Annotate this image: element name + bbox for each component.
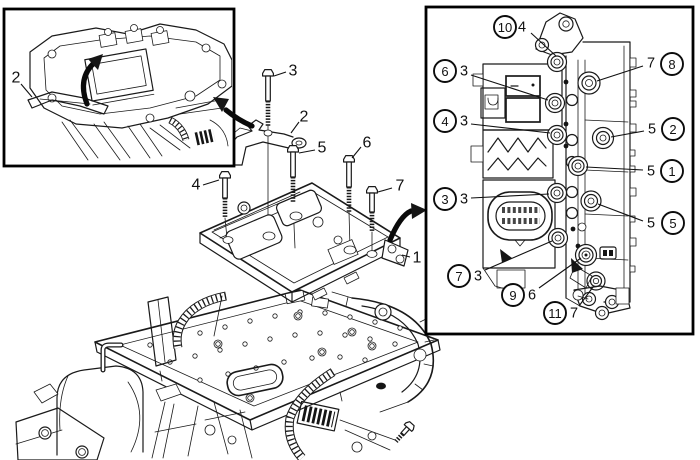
plate-ring-opening [226,363,284,397]
inset-conduit [168,116,190,142]
electrical-connector [296,400,340,432]
bolt-6 [343,155,355,212]
arrow-to-right-inset [387,203,427,243]
callout-3-3: 3 3 [433,187,550,211]
svg-text:4: 4 [441,114,448,129]
svg-text:9: 9 [509,288,516,303]
inset-top-left: 2 [2,7,236,168]
svg-text:8: 8 [668,57,675,72]
svg-text:10: 10 [498,20,512,35]
callout-10-4: 10 4 [493,15,557,57]
label-1: 1 [413,250,422,267]
label-2: 2 [300,109,309,126]
bolt-3 [262,69,274,126]
callout-5-2: 5 2 [610,117,685,141]
svg-text:2: 2 [669,122,676,137]
label-3: 3 [289,63,298,80]
target-bolts [544,51,615,291]
body-connector [480,87,506,119]
inset-right: 10 4 6 3 7 8 4 3 [424,5,695,336]
svg-text:3: 3 [460,114,468,130]
inset-left-label-2: 2 [12,70,21,87]
lower-struts [33,383,396,459]
inset-right-art [470,12,637,321]
inset-connector-comb [194,128,216,146]
svg-text:11: 11 [548,306,562,321]
bellhousing [331,291,435,413]
case-bolt [394,421,415,443]
svg-text:5: 5 [648,122,656,138]
callout-7-3: 7 3 [447,240,553,288]
label-6: 6 [363,135,372,152]
case-base [15,407,105,460]
transmission-assembly [15,289,441,460]
callout-6-3: 6 3 [433,59,549,101]
svg-text:1: 1 [668,164,675,179]
inset-right-callouts: 10 4 6 3 7 8 4 3 [433,15,685,325]
inset-left-art: 2 [12,23,232,161]
svg-text:4: 4 [518,20,526,36]
label-7: 7 [396,178,405,195]
callout-5-5: 5 5 [597,203,685,235]
oval-connector [487,191,553,241]
svg-text:5: 5 [647,216,655,232]
svg-text:6: 6 [441,64,448,79]
wiring-conduit-lower [284,368,336,460]
svg-text:3: 3 [460,192,468,208]
bolt-4 [219,171,231,218]
callout-5-1: 5 1 [585,159,684,183]
arrow-to-left-inset [213,97,255,129]
svg-text:3: 3 [474,269,482,285]
part-labels: 3 2 5 6 4 7 1 [192,63,422,267]
label-5: 5 [318,140,327,157]
plate-nuts [213,311,377,403]
installed-bracket [27,91,109,115]
callout-4-3: 4 3 [433,109,551,134]
svg-text:7: 7 [647,56,655,72]
accumulator-cylinder [56,342,144,456]
label-4: 4 [192,177,201,194]
exploded-view: 3 2 5 6 4 7 1 [192,63,422,337]
svg-text:3: 3 [460,64,468,80]
inset-left-border [2,7,236,168]
svg-text:6: 6 [528,288,536,304]
bolt-5 [287,145,299,202]
svg-text:3: 3 [441,192,448,207]
control-valve-body [199,182,409,303]
callout-11-7: 11 7 [543,286,594,325]
left-panel [147,296,177,367]
svg-text:7: 7 [455,269,462,284]
callout-9-6: 9 6 [501,257,582,307]
svg-text:5: 5 [669,216,676,231]
svg-text:5: 5 [647,164,655,180]
svg-text:7: 7 [570,306,578,322]
rotate-arrow [80,54,103,107]
bolt-7 [366,186,378,232]
callout-7-8: 7 8 [596,52,684,82]
drain-hole [376,382,386,390]
wiring-conduit-upper [172,291,227,349]
